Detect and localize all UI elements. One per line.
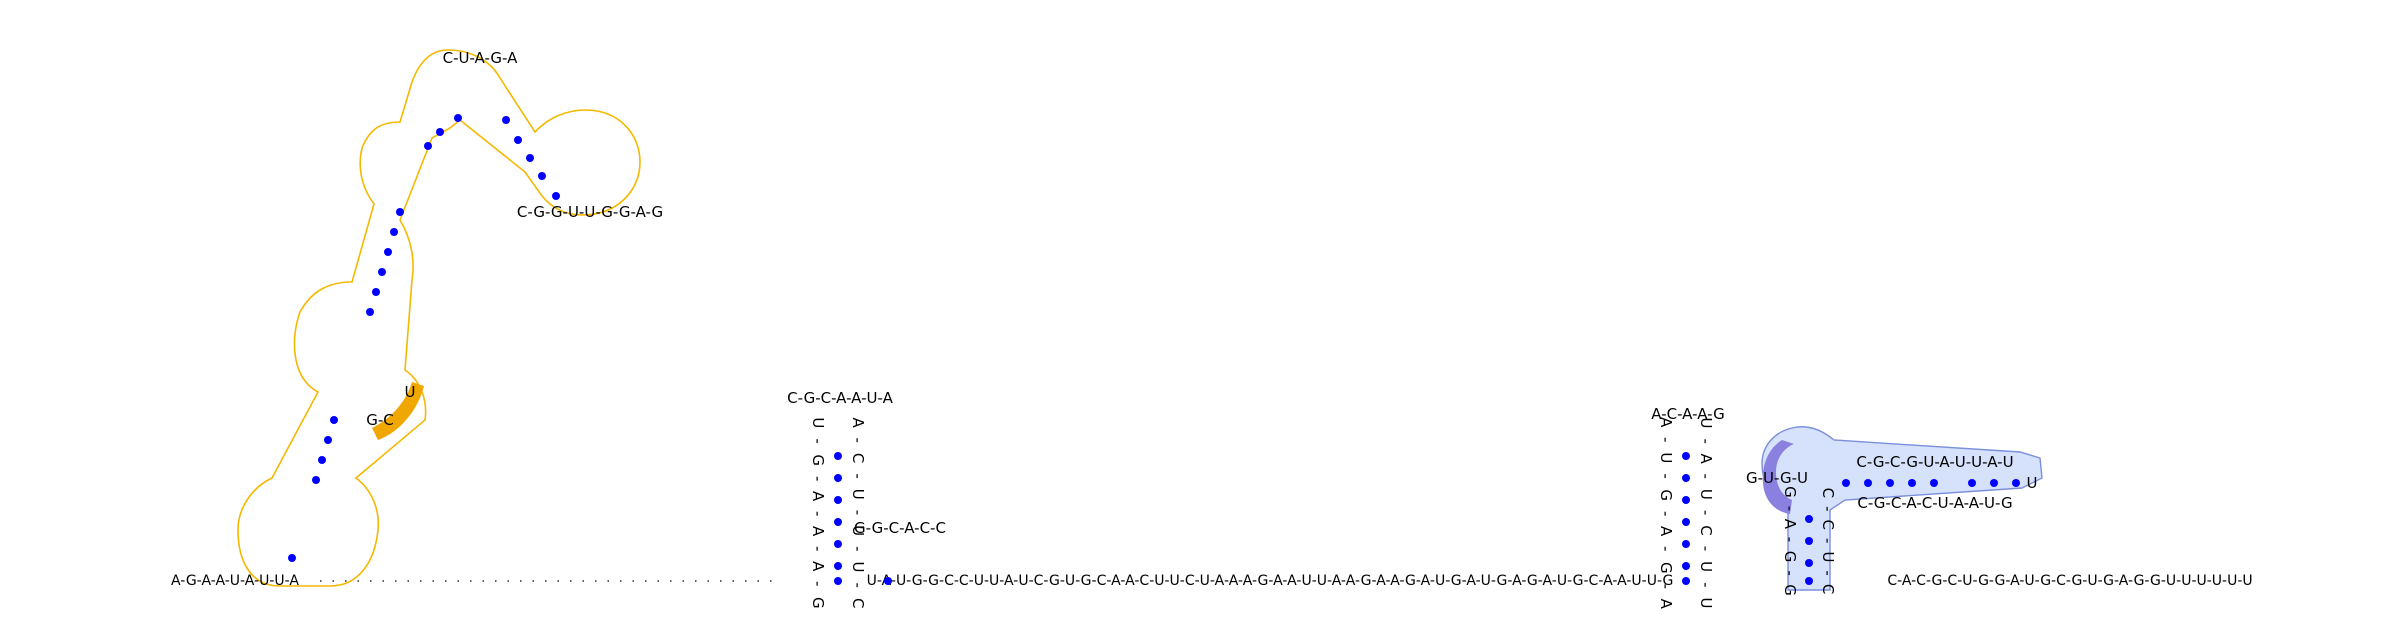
base-pair-dot <box>288 554 296 562</box>
left-loop-apex: C-U-A-G-A <box>443 49 519 67</box>
middle-loop: C-G-C-A-A-U-A <box>787 389 893 407</box>
lower-strand-label: C-G-C-A-C-U-A-A-U-G <box>1857 494 2012 512</box>
middle-stem-left: U-G-A-A-A-G <box>809 417 827 618</box>
base-pair-dot <box>384 248 392 256</box>
base-pair-dot <box>526 154 534 162</box>
right-loop: A-C-A-A-G <box>1651 405 1724 423</box>
base-pair-dot <box>1908 479 1916 487</box>
base-pair-dot <box>1990 479 1998 487</box>
base-pair-dot <box>834 540 842 548</box>
base-pair-dot <box>1805 537 1813 545</box>
baseline-middle-sequence: U-A-U-G-G-C-C-U-U-A-U-C-G-U-G-C-A-A-C-U-… <box>867 573 1674 589</box>
base-pair-dot <box>1682 496 1690 504</box>
baseline-right-sequence: C-A-C-G-C-U-G-G-A-U-G-C-G-U-G-A-G-G-U-U-… <box>1887 573 2252 589</box>
base-pair-dot <box>514 136 522 144</box>
base-pair-dot <box>1805 515 1813 523</box>
base-pair-dot <box>324 436 332 444</box>
baseline-left-sequence: A-G-A-A-U-A-U-U-A <box>171 573 299 589</box>
baseline-sequence: A-G-A-A-U-A-U-U-A U-A-U-G-G-C-C-U-U-A-U-… <box>171 573 2253 589</box>
purple-segment-label: G-U-G-U <box>1746 469 1808 487</box>
base-pair-dot <box>552 192 560 200</box>
base-pair-dot <box>1805 577 1813 585</box>
base-pair-dot <box>1682 540 1690 548</box>
orange-outline-large-structure <box>237 49 641 587</box>
right-highlight-pairs <box>1805 479 2020 585</box>
base-pair-dot <box>834 562 842 570</box>
base-pair-dot <box>1682 474 1690 482</box>
base-pair-dot <box>378 268 386 276</box>
upper-strand-label: C-G-C-G-U-A-U-U-A-U <box>1856 453 2013 471</box>
middle-stem-right: A-C-U-U-U-C <box>849 418 867 619</box>
middle-small-bulge: G-G-C-A-C-C <box>854 519 946 537</box>
right-hairpin: A-U-G-A-G-A U-A-U-C-U-U A-C-A-A-G <box>1651 405 1724 619</box>
orange-highlight-segment <box>372 382 424 440</box>
base-pair-dot <box>372 288 380 296</box>
base-pair-dot <box>884 577 892 585</box>
purple-highlight-segment <box>1762 440 1794 514</box>
base-pair-dot <box>330 416 338 424</box>
base-pair-dot <box>1682 452 1690 460</box>
left-side-hairpin: C-G-G-U-U-G-G-A-G <box>517 203 663 221</box>
base-pair-dot <box>318 456 326 464</box>
vertical-left-label: G-A-G-G <box>1781 486 1799 604</box>
right-stem-left: A-U-G-A-G-A <box>1657 417 1675 619</box>
base-pair-dot <box>834 474 842 482</box>
base-pair-dot <box>502 116 510 124</box>
base-pair-dot <box>1682 562 1690 570</box>
base-pair-dot <box>390 228 398 236</box>
right-highlight-structure: G-U-G-U C-G-C-G-U-A-U-U-A-U C-G-C-A-C-U-… <box>1746 453 2037 604</box>
left-highlight-right: U <box>405 383 416 401</box>
base-pair-dot <box>2012 479 2020 487</box>
middle-stem-pairs <box>834 452 892 585</box>
left-large-structure: C-U-A-G-A C-G-G-U-U-G-G-A-G G-C U <box>288 49 663 562</box>
vertical-right-label: C-C-U-C <box>1819 488 1837 603</box>
base-pair-dot <box>1682 577 1690 585</box>
base-pair-dot <box>1842 479 1850 487</box>
base-pair-dot <box>834 496 842 504</box>
base-pair-dot <box>312 476 320 484</box>
base-pair-dot <box>1968 479 1976 487</box>
base-pair-dot <box>396 208 404 216</box>
middle-hairpin: U-G-A-A-A-G A-C-U-U-U-C C-G-C-A-A-U-A G-… <box>787 389 946 619</box>
cap-label: U <box>2027 474 2038 492</box>
right-stem-pairs <box>1682 452 1690 585</box>
right-stem-right: U-A-U-C-U-U <box>1697 417 1715 618</box>
base-pair-dot <box>1682 518 1690 526</box>
highlight-layer <box>237 49 2043 591</box>
left-highlight-left: G-C <box>366 411 394 429</box>
base-pair-dot <box>424 142 432 150</box>
left-stem-pairs <box>288 114 560 562</box>
base-pair-dot <box>834 577 842 585</box>
base-pair-dot <box>366 308 374 316</box>
base-pair-dot <box>1864 479 1872 487</box>
base-pair-dot <box>834 452 842 460</box>
base-pair-dot <box>1886 479 1894 487</box>
base-pair-dot <box>454 114 462 122</box>
base-pair-dot <box>538 172 546 180</box>
base-pair-dot <box>436 128 444 136</box>
base-pair-dot <box>834 518 842 526</box>
base-pair-dot <box>1930 479 1938 487</box>
base-pair-dot <box>1805 559 1813 567</box>
